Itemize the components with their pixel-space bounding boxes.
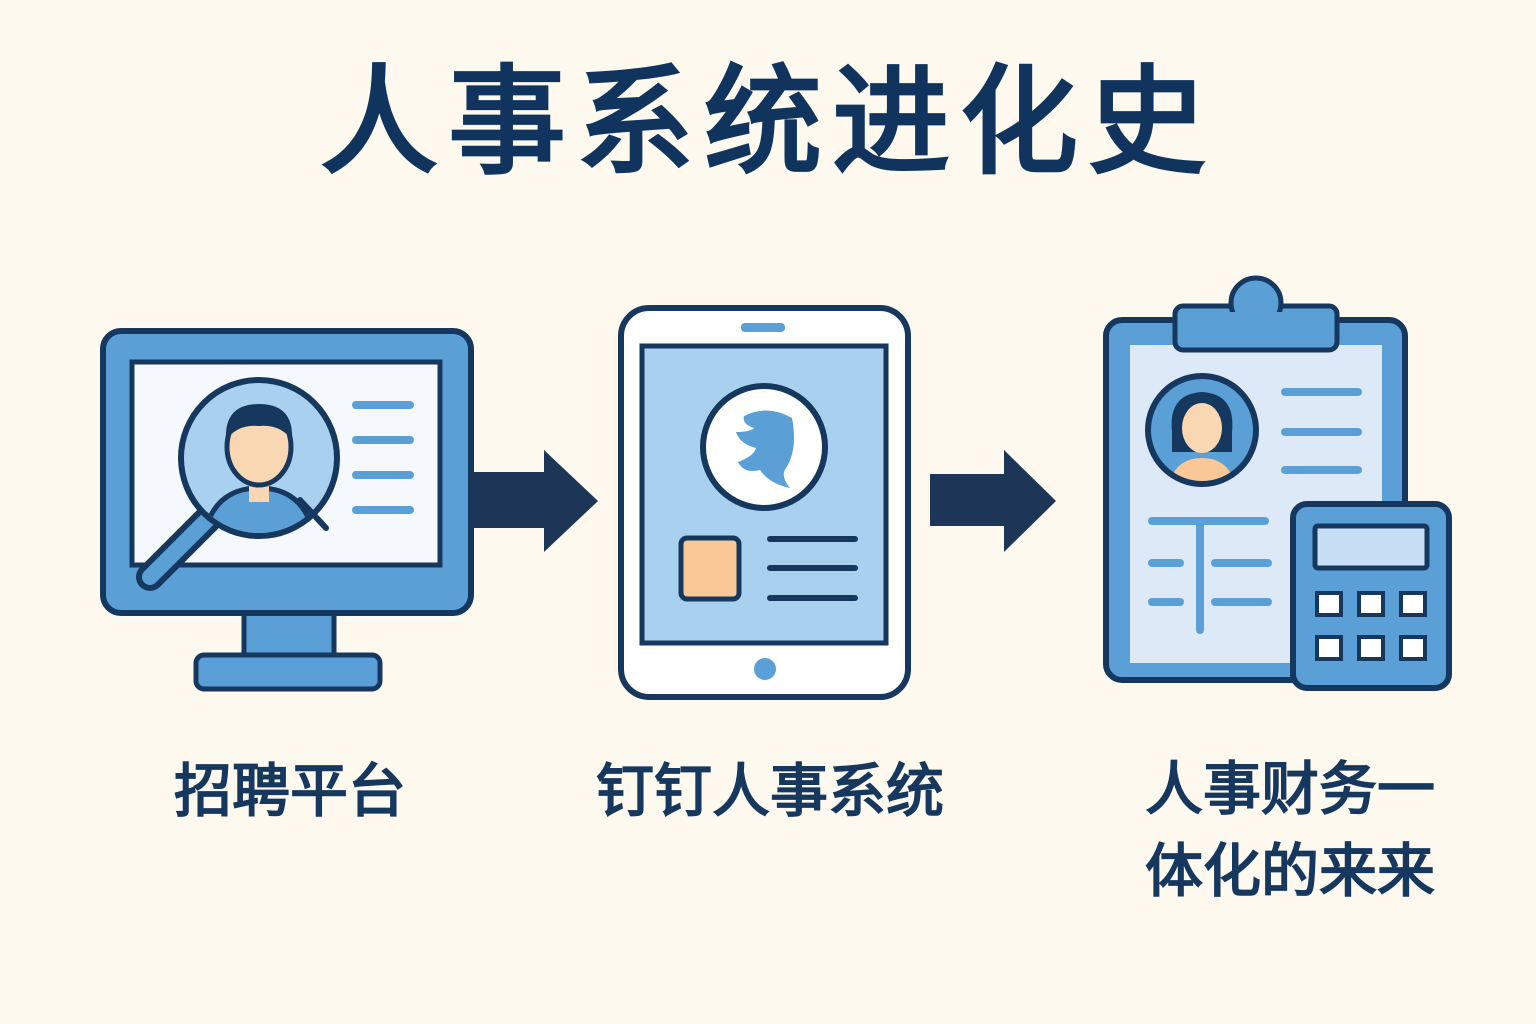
tablet-dingtalk-icon [618,305,911,700]
stage-label-recruiting-platform: 招聘平台 [173,757,406,825]
arrow-right-icon [930,450,1056,552]
monitor-profile-search-icon [100,328,474,692]
stage-label-dingtalk-hr: 钉钉人事系统 [595,757,944,825]
clipboard-calculator-icon [1103,275,1452,691]
arrow-right-icon [470,450,598,552]
stage-label-hr-finance-integration: 人事财务一 体化的来来 [1100,748,1480,912]
page-title: 人事系统进化史 [319,53,1216,191]
stage-label-line: 人事财务一 [1144,755,1435,823]
stage-label-line: 体化的来来 [1144,837,1435,905]
